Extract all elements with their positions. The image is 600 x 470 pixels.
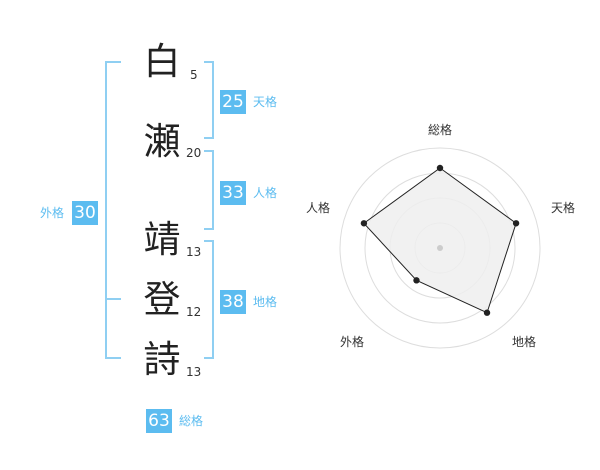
gaikaku-bracket <box>105 61 107 359</box>
gaikaku-bracket-top <box>105 61 121 63</box>
gaikaku-bracket-mid <box>105 298 121 300</box>
radar-label-jinkaku: 人格 <box>305 201 330 215</box>
radar-label-gaikaku: 外格 <box>339 335 364 349</box>
stroke-count-2: 20 <box>186 146 202 160</box>
chikaku-bracket-bottom <box>204 357 214 359</box>
radar-point-2 <box>512 220 520 227</box>
name-char-4: 登 <box>143 278 181 321</box>
tenkaku-bracket-top <box>204 61 214 63</box>
soukaku-label: 総格 <box>179 414 204 428</box>
jinkaku-bracket-top <box>204 150 214 152</box>
radar-label-chikaku: 地格 <box>511 335 536 349</box>
radar-label-soukaku: 総格 <box>427 123 452 137</box>
stroke-count-4: 12 <box>186 305 202 319</box>
stroke-count-1: 5 <box>190 68 198 82</box>
chikaku-value-badge: 38 <box>220 290 246 314</box>
gaikaku-bracket-bottom <box>105 357 121 359</box>
jinkaku-label: 人格 <box>253 186 278 200</box>
soukaku-value-badge: 63 <box>146 409 172 433</box>
jinkaku-bracket-bottom <box>204 228 214 230</box>
radar-point-5 <box>360 220 368 227</box>
name-char-3: 靖 <box>143 218 181 261</box>
tenkaku-bracket-bottom <box>204 137 214 139</box>
jinkaku-value-badge: 33 <box>220 181 246 205</box>
chikaku-bracket-top <box>204 240 214 242</box>
stroke-count-5: 13 <box>186 365 202 379</box>
tenkaku-bracket <box>212 61 214 139</box>
chikaku-label: 地格 <box>253 295 278 309</box>
tenkaku-value-badge: 25 <box>220 90 246 114</box>
chikaku-bracket <box>212 240 214 359</box>
name-char-5: 詩 <box>143 338 181 381</box>
radar-point-1 <box>436 164 444 172</box>
name-char-1: 白 <box>143 40 181 83</box>
radar-ring-1 <box>339 147 541 349</box>
radar-point-4 <box>413 277 420 284</box>
radar-label-tenkaku: 天格 <box>550 201 575 215</box>
jinkaku-bracket <box>212 150 214 230</box>
radar-area <box>363 167 517 314</box>
stroke-count-3: 13 <box>186 245 202 259</box>
gaikaku-value-badge: 30 <box>72 201 98 225</box>
radar-center-dot <box>437 245 443 251</box>
name-char-2: 瀬 <box>143 120 181 163</box>
gaikaku-label: 外格 <box>40 206 65 220</box>
radar-point-3 <box>483 309 491 316</box>
tenkaku-label: 天格 <box>253 95 278 109</box>
